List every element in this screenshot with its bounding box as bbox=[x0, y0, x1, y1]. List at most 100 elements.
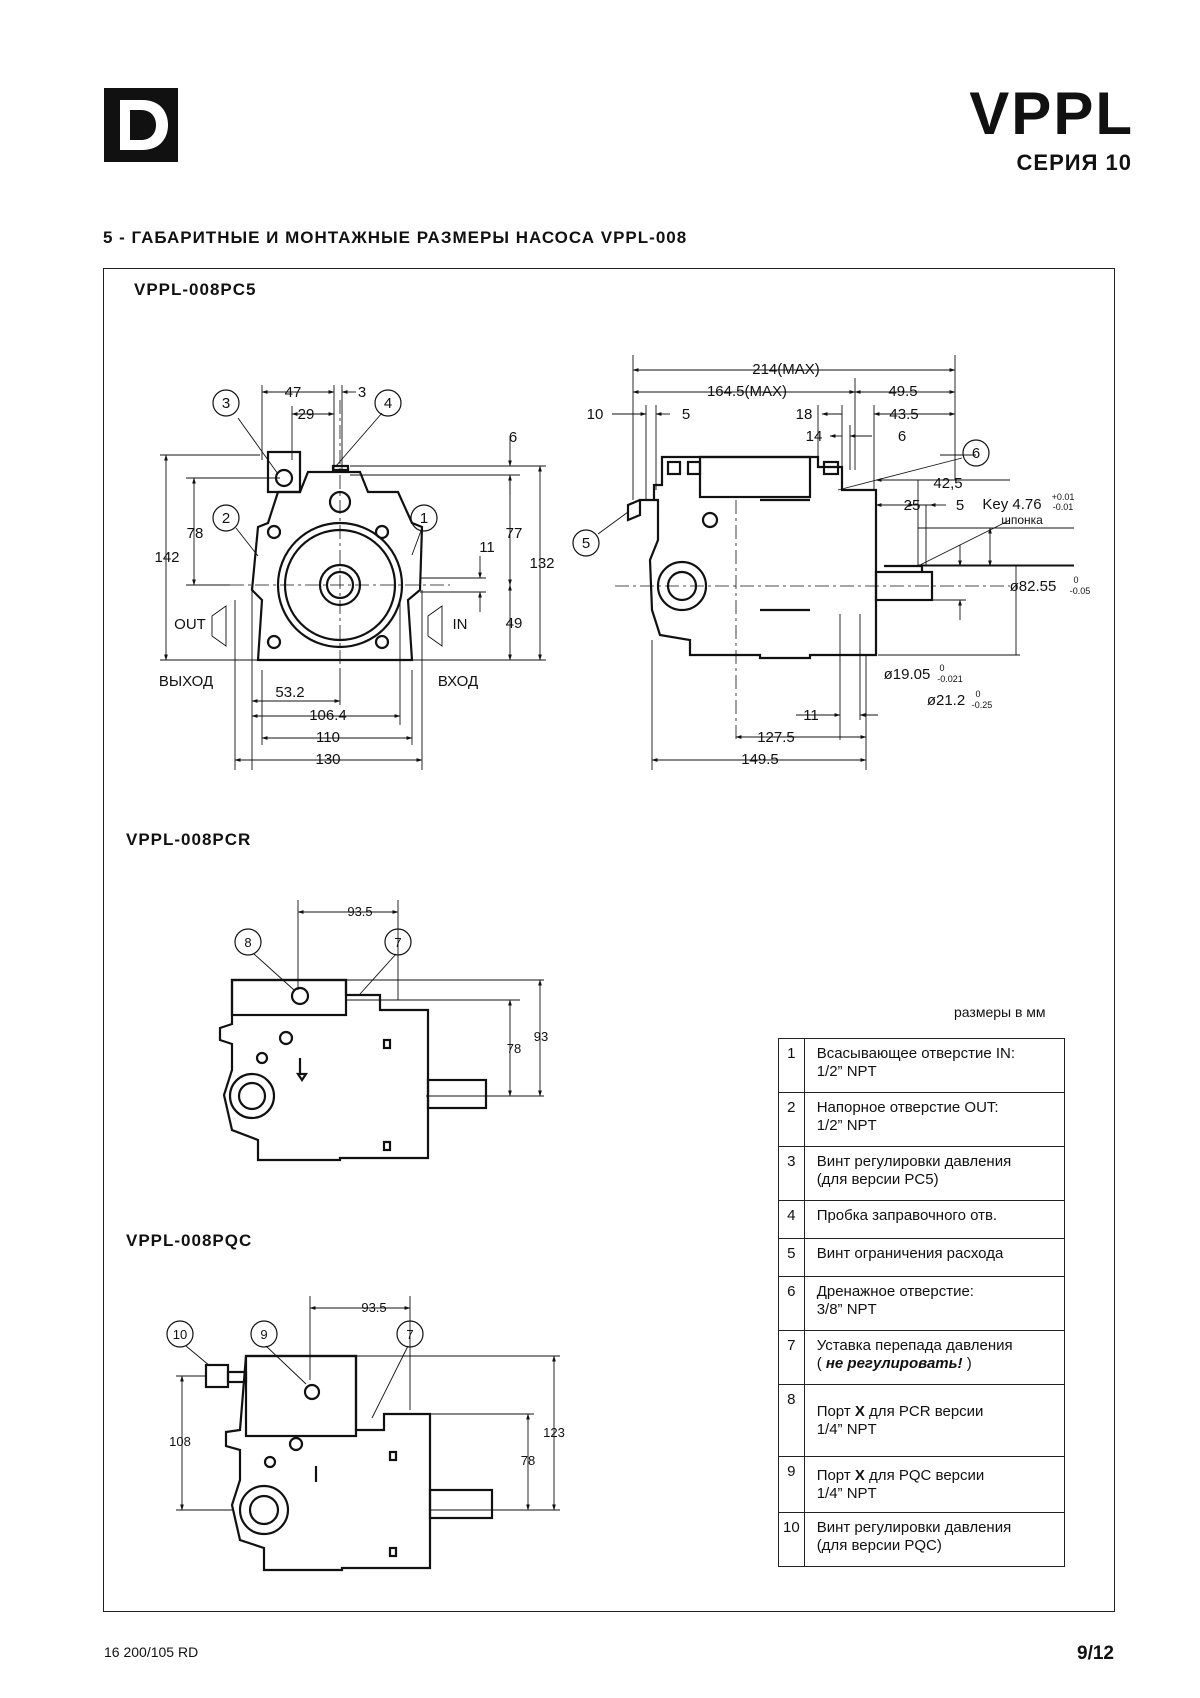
dim-93-5-pcr: 93.5 bbox=[347, 904, 372, 919]
dim-6-side: 6 bbox=[898, 428, 906, 445]
legend-line: 1/4” NPT bbox=[816, 1420, 877, 1438]
dim-106-4: 106.4 bbox=[309, 707, 347, 724]
dim-d82-55-tol-dn: -0.05 bbox=[1070, 586, 1091, 596]
legend-text: Винт ограничения расхода bbox=[803, 1238, 1066, 1277]
variant-title-pcr: VPPL-008PCR bbox=[126, 830, 252, 849]
legend-number: 10 bbox=[778, 1512, 805, 1567]
company-logo bbox=[104, 88, 178, 162]
legend-number: 9 bbox=[778, 1456, 805, 1513]
side-view bbox=[626, 455, 934, 660]
legend-line: ) bbox=[962, 1355, 972, 1372]
dim-77: 77 bbox=[506, 525, 523, 542]
legend-port-letter: X bbox=[854, 1402, 865, 1420]
dim-d21-2-tol-dn: -0.25 bbox=[972, 700, 993, 710]
callout-1: 1 bbox=[420, 510, 428, 527]
legend-line: Винт регулировки давления bbox=[816, 1153, 1012, 1170]
dim-3: 3 bbox=[358, 384, 366, 401]
legend-line: (для версии PC5) bbox=[816, 1171, 939, 1188]
dim-d82-55-tol-up: 0 bbox=[1073, 575, 1078, 585]
dim-25: 25 bbox=[904, 497, 921, 514]
key-tol-up: +0.01 bbox=[1052, 492, 1075, 502]
pqc-dimension-lines bbox=[166, 1296, 560, 1511]
dim-d19-05-tol-dn: -0.021 bbox=[937, 674, 963, 684]
legend-line: Пробка заправочного отв. bbox=[816, 1207, 998, 1224]
legend-number: 4 bbox=[778, 1200, 805, 1239]
callout-circles bbox=[212, 389, 990, 557]
dim-43-5: 43.5 bbox=[889, 406, 918, 423]
variant-title-pc5: VPPL-008PC5 bbox=[134, 280, 257, 299]
legend-line: 1/4” NPT bbox=[816, 1484, 877, 1502]
series-label: СЕРИЯ 10 bbox=[1016, 150, 1132, 175]
dim-14: 14 bbox=[806, 428, 823, 445]
legend-line: Винт регулировки давления bbox=[816, 1519, 1012, 1536]
dim-29: 29 bbox=[298, 406, 315, 423]
dim-78: 78 bbox=[187, 525, 204, 542]
dim-78-pqc: 78 bbox=[521, 1453, 535, 1468]
dim-d21-2-tol-up: 0 bbox=[975, 689, 980, 699]
callout-3: 3 bbox=[222, 395, 230, 412]
legend-line: Всасывающее отверстие IN: bbox=[816, 1045, 1016, 1062]
legend-number: 1 bbox=[778, 1038, 805, 1093]
dim-78-pcr: 78 bbox=[507, 1041, 521, 1056]
dim-127-5: 127.5 bbox=[757, 729, 795, 746]
legend-text: Напорное отверстие OUT:1/2” NPT bbox=[803, 1092, 1066, 1147]
dim-18: 18 bbox=[796, 406, 813, 423]
dim-10: 10 bbox=[587, 406, 604, 423]
drawing-frame bbox=[103, 268, 1115, 1612]
dim-d82-55: ø82.55 bbox=[1010, 578, 1057, 595]
product-title: VPPL bbox=[969, 80, 1134, 147]
legend-number: 3 bbox=[778, 1146, 805, 1201]
key-label-ru: шпонка bbox=[1001, 513, 1043, 527]
dim-142: 142 bbox=[154, 549, 179, 566]
dim-6-front: 6 bbox=[509, 429, 517, 446]
callout-6: 6 bbox=[972, 445, 980, 462]
inlet-label: ВХОД bbox=[438, 673, 478, 690]
legend-line: Порт bbox=[816, 1402, 855, 1420]
legend-line: 1/2” NPT bbox=[816, 1063, 877, 1080]
legend-number: 5 bbox=[778, 1238, 805, 1277]
dim-d19-05: ø19.05 bbox=[884, 666, 931, 683]
key-label: Key 4.76 bbox=[982, 496, 1041, 513]
dim-53-2: 53.2 bbox=[275, 684, 304, 701]
dim-108: 108 bbox=[169, 1434, 191, 1449]
side-dimension-lines bbox=[597, 355, 1074, 770]
legend-row: 3 Винт регулировки давления(для версии PC… bbox=[778, 1146, 1066, 1201]
callout-8: 8 bbox=[244, 935, 251, 950]
legend-text: Пробка заправочного отв. bbox=[803, 1200, 1066, 1239]
pcr-view bbox=[218, 978, 488, 1162]
units-note: размеры в мм bbox=[954, 1004, 1046, 1020]
dim-47: 47 bbox=[285, 384, 302, 401]
callout-7-pcr: 7 bbox=[394, 935, 401, 950]
callout-4: 4 bbox=[384, 395, 392, 412]
legend-line: Напорное отверстие OUT: bbox=[816, 1099, 999, 1116]
legend-row: 4 Пробка заправочного отв. bbox=[778, 1200, 1066, 1239]
legend-line: Дренажное отверстие: bbox=[816, 1283, 974, 1300]
dim-42-5: 42,5 bbox=[933, 475, 962, 492]
legend-number: 6 bbox=[778, 1276, 805, 1331]
front-dimension-lines bbox=[160, 385, 546, 770]
legend-line: ( bbox=[816, 1355, 826, 1372]
out-label: OUT bbox=[174, 616, 206, 633]
callout-10: 10 bbox=[173, 1327, 187, 1342]
legend-text: Всасывающее отверстие IN:1/2” NPT bbox=[803, 1038, 1066, 1093]
legend-line: Уставка перепада давления bbox=[816, 1337, 1013, 1354]
dim-5-key: 5 bbox=[956, 497, 964, 514]
legend-line: Порт bbox=[816, 1466, 855, 1484]
section-title: 5 - ГАБАРИТНЫЕ И МОНТАЖНЫЕ РАЗМЕРЫ НАСОС… bbox=[103, 228, 688, 247]
dim-214-max: 214(MAX) bbox=[752, 361, 820, 378]
callout-9: 9 bbox=[260, 1327, 267, 1342]
dim-132: 132 bbox=[529, 555, 554, 572]
outlet-label: ВЫХОД bbox=[159, 673, 213, 690]
legend-port-letter: X bbox=[854, 1466, 865, 1484]
